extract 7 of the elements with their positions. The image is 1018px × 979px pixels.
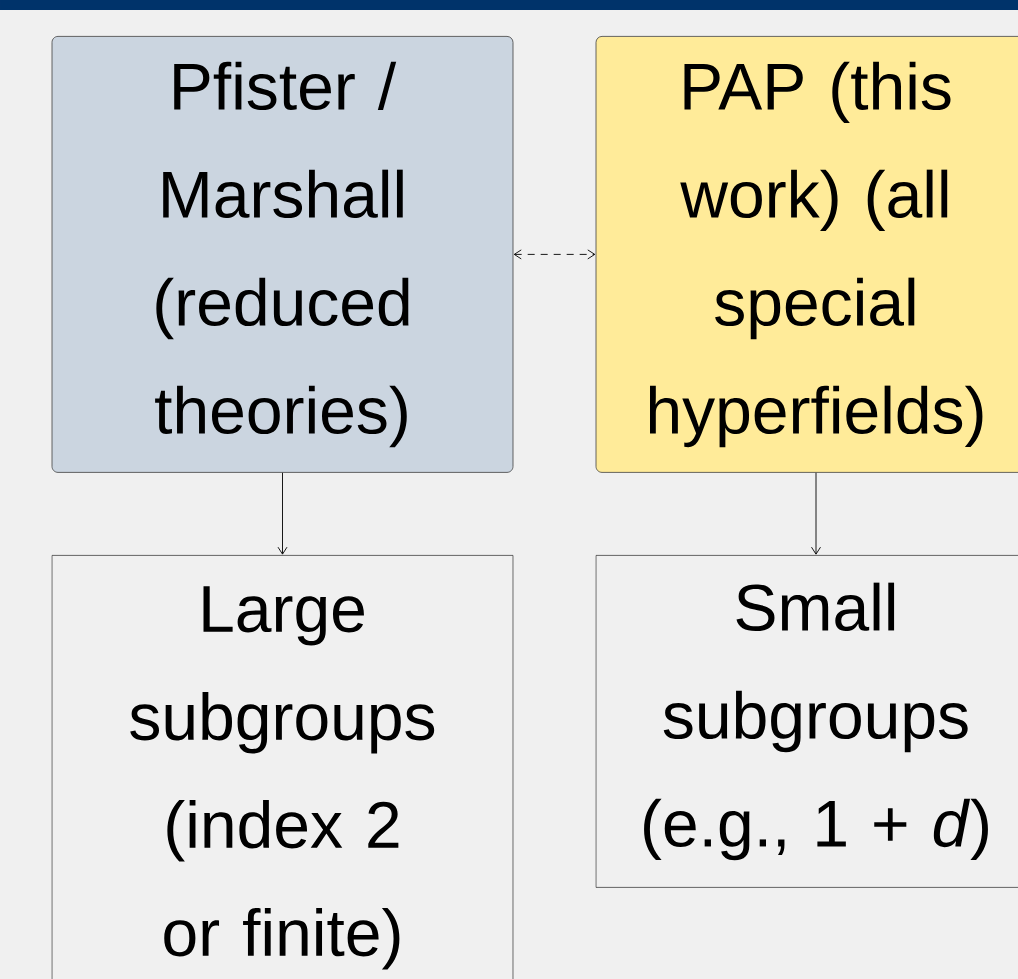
arrow bbox=[277, 472, 288, 555]
box: Large subgroups (index 2 or finite) bbox=[51, 555, 514, 979]
rounded-box: PAP (this work) (all special hyperfields) bbox=[595, 36, 1018, 473]
arrow bbox=[513, 249, 596, 260]
arrow bbox=[811, 472, 821, 555]
box: Small subgroups (e.g., 1 + d) bbox=[595, 555, 1018, 888]
rounded-box: Pfister / Marshall (reduced theories) bbox=[51, 36, 514, 473]
